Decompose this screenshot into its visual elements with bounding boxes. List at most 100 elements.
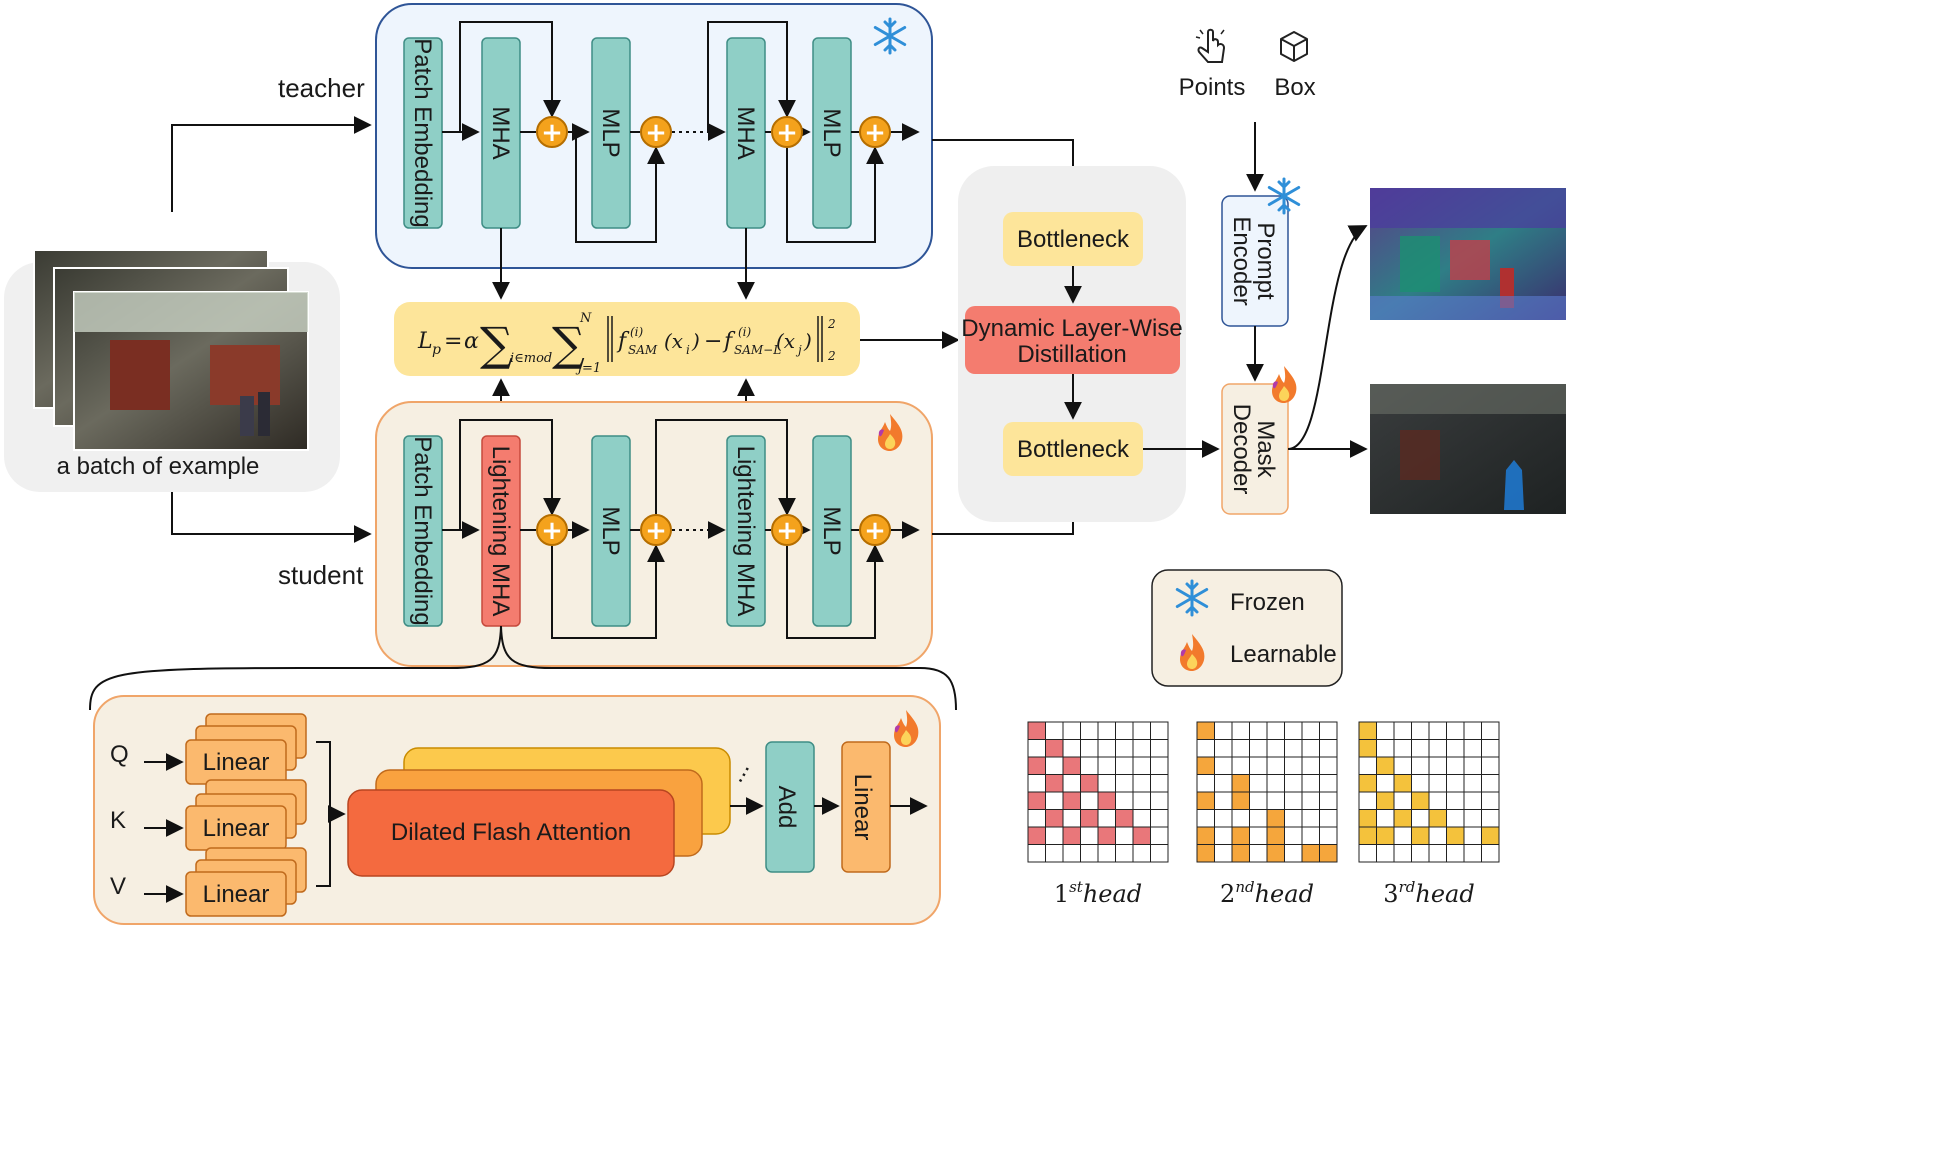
svg-text:Dynamic Layer-Wise: Dynamic Layer-Wise [961, 315, 1182, 342]
grid-cell [1115, 756, 1134, 775]
box-label: Box [1274, 74, 1315, 101]
grid-cell [1045, 844, 1064, 863]
grid-cell [1045, 739, 1064, 758]
grid-cell [1319, 844, 1338, 863]
distillation-loss-formula: L p = α ∑ i∈mod ∑ j=1 N f (i) SAM (x i )… [394, 302, 860, 376]
legend: Frozen Learnable [1151, 569, 1343, 687]
grid-cell [1428, 844, 1447, 863]
grid-cell [1376, 756, 1395, 775]
grid-cell [1027, 809, 1046, 828]
grid-cell [1411, 826, 1430, 845]
svg-text:+: + [776, 516, 798, 546]
grid-cell [1045, 791, 1064, 810]
grid-cell [1481, 809, 1500, 828]
grid-cell [1266, 739, 1285, 758]
grid-cell [1045, 756, 1064, 775]
grid-cell [1358, 791, 1377, 810]
grid-cell [1411, 844, 1430, 863]
grid-cell [1214, 809, 1233, 828]
grid-cell [1446, 791, 1465, 810]
head-grid-3: 3rdhead [1358, 721, 1500, 908]
svg-text:∑: ∑ [480, 317, 513, 371]
grid-cell [1231, 774, 1250, 793]
svg-text:+: + [541, 118, 563, 148]
svg-text:+: + [645, 118, 667, 148]
linear-q: Linear [185, 739, 287, 785]
grid-cell [1284, 756, 1303, 775]
grid-cell [1062, 826, 1081, 845]
svg-text:Linear: Linear [849, 774, 876, 841]
linear-output: Linear [841, 741, 891, 873]
grid-cell [1463, 739, 1482, 758]
student-add-node-1: + [536, 514, 568, 546]
grid-cell [1062, 791, 1081, 810]
grid-cell [1376, 774, 1395, 793]
grid-cell [1481, 721, 1500, 740]
head-caption-1: 1sthead [1054, 878, 1142, 908]
grid-cell [1150, 721, 1169, 740]
linear-k: Linear [185, 805, 287, 851]
grid-cell [1358, 844, 1377, 863]
student-add-node-3: + [771, 514, 803, 546]
svg-text:SAM: SAM [628, 343, 658, 357]
mask-decoder: Mask Decoder [1221, 383, 1289, 515]
grid-cell [1301, 791, 1320, 810]
svg-text:(x: (x [776, 329, 795, 353]
svg-text:Add: Add [773, 786, 800, 829]
grid-cell [1115, 809, 1134, 828]
grid-cell [1097, 739, 1116, 758]
example-image-stack [33, 249, 309, 451]
linear-v: Linear [185, 871, 287, 917]
grid-cell [1214, 844, 1233, 863]
grid-cell [1080, 844, 1099, 863]
svg-text:j: j [795, 343, 802, 357]
grid-cell [1319, 791, 1338, 810]
grid-cell [1097, 826, 1116, 845]
grid-cell [1319, 756, 1338, 775]
grid-cell [1150, 774, 1169, 793]
grid-cell [1097, 774, 1116, 793]
grid-cell [1284, 721, 1303, 740]
student-mlp-block-2: MLP [812, 435, 852, 627]
svg-text:L: L [417, 329, 433, 354]
grid-cell [1428, 826, 1447, 845]
head-grid-2: 2ndhead [1196, 721, 1338, 908]
grid-cell [1196, 826, 1215, 845]
grid-cell [1428, 809, 1447, 828]
svg-text:MLP: MLP [597, 108, 624, 157]
grid-cell [1446, 809, 1465, 828]
grid-cell [1463, 791, 1482, 810]
grid-cell [1376, 791, 1395, 810]
grid-cell [1231, 739, 1250, 758]
svg-text:MLP: MLP [818, 506, 845, 555]
grid-cell [1249, 774, 1268, 793]
svg-text:+: + [864, 118, 886, 148]
grid-cell [1080, 791, 1099, 810]
grid-cell [1393, 739, 1412, 758]
svg-text:): ) [803, 329, 812, 353]
grid-cell [1428, 756, 1447, 775]
grid-cell [1266, 756, 1285, 775]
grid-cell [1301, 739, 1320, 758]
grid-cell [1411, 791, 1430, 810]
svg-text:MHA: MHA [487, 106, 514, 159]
grid-cell [1097, 791, 1116, 810]
svg-text:+: + [776, 118, 798, 148]
grid-cell [1446, 826, 1465, 845]
grid-cell [1231, 791, 1250, 810]
svg-text:+: + [645, 516, 667, 546]
teacher-mha-block-2: MHA [726, 37, 766, 229]
svg-text:Distillation: Distillation [1017, 341, 1126, 368]
grid-cell [1411, 809, 1430, 828]
grid-cell [1463, 774, 1482, 793]
grid-cell [1411, 756, 1430, 775]
svg-text:Linear: Linear [203, 881, 270, 908]
grid-cell [1045, 721, 1064, 740]
student-lightening-mha-block-2: Lightening MHA [726, 435, 766, 627]
grid-cell [1062, 809, 1081, 828]
grid-cell [1027, 774, 1046, 793]
grid-cell [1196, 721, 1215, 740]
grid-cell [1196, 844, 1215, 863]
grid-cell [1150, 756, 1169, 775]
grid-cell [1249, 809, 1268, 828]
